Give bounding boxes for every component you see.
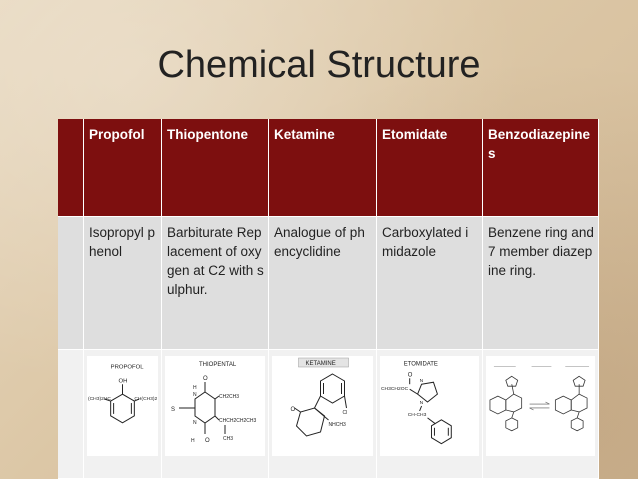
- propofol-right-group: CH(CH3)2: [134, 396, 157, 402]
- header-ketamine: Ketamine: [269, 119, 377, 217]
- structure-thiopental-cell: THIOPENTAL O H N S N H O CH2CH3 CHCH2CH2…: [162, 350, 269, 479]
- etomidate-n-bottom: N: [420, 400, 424, 406]
- propofol-label: PROPOFOL: [111, 365, 145, 371]
- etomidate-label: ETOMIDATE: [404, 361, 438, 367]
- thiopental-n-bottom: N: [193, 420, 197, 426]
- table-structure-row: PROPOFOL OH (CH3)2HC CH(CH3)2 THIOPENTAL…: [58, 350, 599, 479]
- structure-benzodiazepine-cell: [483, 350, 599, 479]
- header-etomidate: Etomidate: [377, 119, 483, 217]
- description-etomidate: Carboxylated imidazole: [377, 217, 483, 350]
- description-propofol: Isopropyl phenol: [84, 217, 162, 350]
- thiopental-h-top: H: [193, 385, 197, 391]
- ketamine-structure-diagram: KETAMINE O NHCH3 Cl: [272, 356, 373, 456]
- ketamine-rings: [294, 373, 347, 437]
- thiopental-h-bottom: H: [191, 438, 195, 444]
- thiopental-structure-diagram: THIOPENTAL O H N S N H O CH2CH3 CHCH2CH2…: [165, 356, 265, 456]
- structure-etomidate-cell: ETOMIDATE O CH3CH2OC N N CH-CH3: [377, 350, 483, 479]
- structure-propofol-cell: PROPOFOL OH (CH3)2HC CH(CH3)2: [84, 350, 162, 479]
- propofol-oh-label: OH: [119, 378, 128, 384]
- benzodiazepine-structure-diagram: [486, 356, 595, 456]
- structure-ketamine-cell: KETAMINE O NHCH3 Cl: [269, 350, 377, 479]
- ketamine-nh-label: NHCH3: [329, 422, 346, 428]
- description-ketamine: Analogue of phencyclidine: [269, 217, 377, 350]
- header-propofol: Propofol: [84, 119, 162, 217]
- thiopental-label: THIOPENTAL: [199, 362, 237, 368]
- ketamine-o-label: O: [291, 407, 296, 413]
- etomidate-ch-group: CH-CH3: [408, 412, 427, 418]
- slide-title: Chemical Structure: [157, 44, 481, 86]
- header-thiopentone: Thiopentone: [162, 119, 269, 217]
- etomidate-n-top: N: [420, 378, 424, 384]
- thiopental-methyl-group: CH3: [223, 436, 233, 442]
- benzodiazepine-right-molecule: [554, 375, 588, 432]
- thiopental-o-top: O: [203, 376, 208, 382]
- ketamine-label: KETAMINE: [306, 361, 336, 367]
- thiopental-n-top: N: [193, 392, 197, 398]
- etomidate-structure-diagram: ETOMIDATE O CH3CH2OC N N CH-CH3: [380, 356, 479, 456]
- ketamine-title-box: [298, 357, 349, 368]
- thiopental-pyrimidine-ring: [179, 382, 226, 434]
- benzodiazepine-equilibrium-arrows: [529, 401, 550, 411]
- etomidate-rings: [409, 378, 452, 445]
- ketamine-cl-label: Cl: [343, 410, 348, 416]
- thiopental-ethyl-group: CH2CH3: [219, 394, 239, 400]
- etomidate-ester-group: CH3CH2OC: [381, 386, 409, 392]
- table-header-row: Propofol Thiopentone Ketamine Etomidate …: [58, 119, 599, 217]
- propofol-structure-diagram: PROPOFOL OH (CH3)2HC CH(CH3)2: [87, 356, 158, 456]
- header-benzodiazepines: Benzodiazepines: [483, 119, 599, 217]
- etomidate-o-label: O: [408, 372, 413, 378]
- header-empty-cell: [58, 119, 84, 217]
- structure-empty-cell: [58, 350, 84, 479]
- description-benzodiazepines: Benzene ring and 7 member diazepine ring…: [483, 217, 599, 350]
- thiopental-o-bottom: O: [205, 438, 210, 444]
- thiopental-pentyl-group: CHCH2CH2CH3: [219, 418, 256, 424]
- description-empty-cell: [58, 217, 84, 350]
- propofol-left-group: (CH3)2HC: [88, 396, 111, 402]
- chemistry-table: Propofol Thiopentone Ketamine Etomidate …: [58, 119, 599, 479]
- description-thiopentone: Barbiturate Replacement of oxygen at C2 …: [162, 217, 269, 350]
- propofol-benzene-ring: [104, 384, 140, 424]
- thiopental-s-label: S: [171, 407, 175, 413]
- benzodiazepine-left-molecule: [489, 375, 523, 432]
- table-description-row: Isopropyl phenol Barbiturate Replacement…: [58, 217, 599, 350]
